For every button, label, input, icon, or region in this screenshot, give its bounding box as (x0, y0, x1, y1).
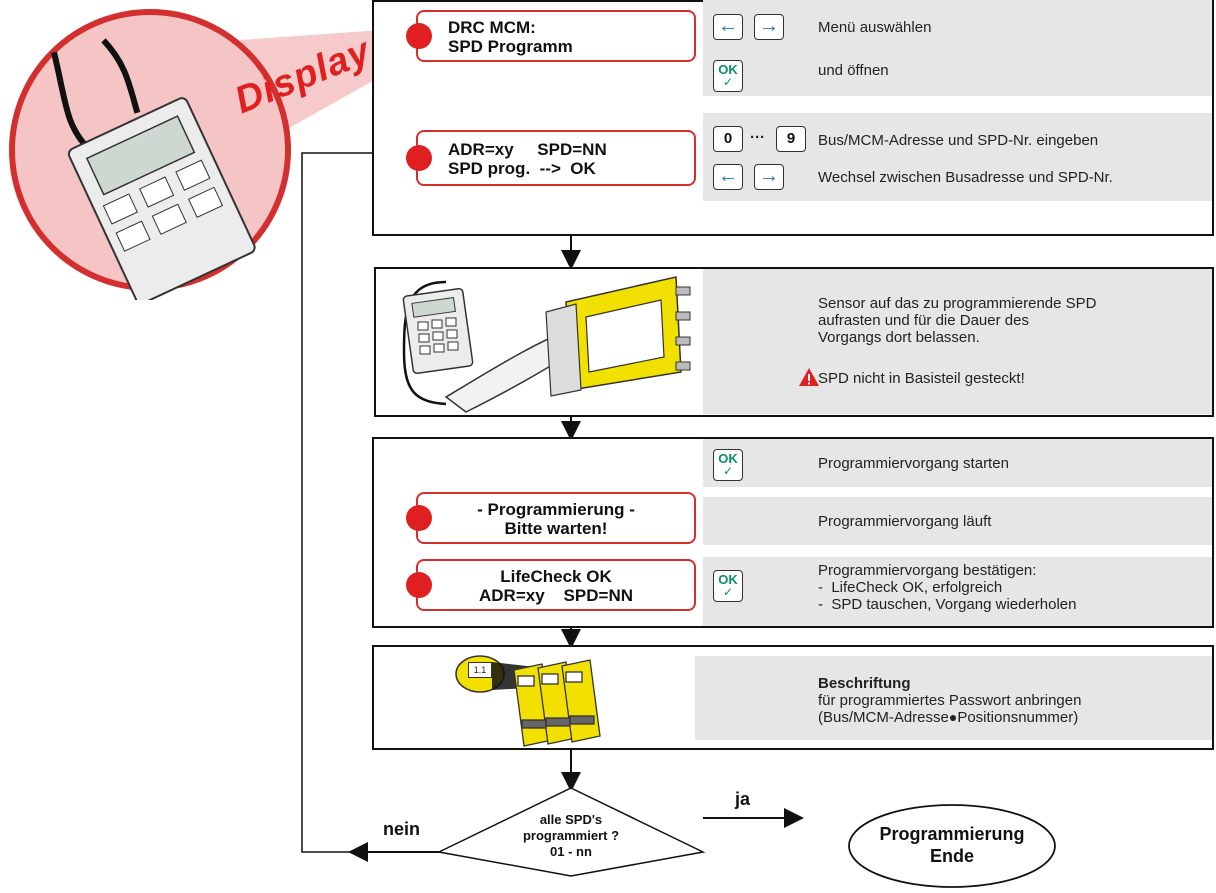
end-label: Programmierung Ende (852, 823, 1052, 867)
lcd-display-lifecheck: LifeCheck OK ADR=xy SPD=NN (406, 559, 696, 611)
arrow-right-key-icon: → (754, 164, 784, 190)
digit-0-key-icon: 0 (713, 126, 743, 152)
position-tag: 1.1 (468, 662, 492, 678)
red-indicator-dot (406, 23, 432, 49)
ok-key-icon: OK✓ (713, 449, 743, 481)
lcd-line-2: Bitte warten! (504, 519, 608, 538)
arrow-left-key-icon: ← (713, 164, 743, 190)
ok-key-icon: OK✓ (713, 60, 743, 92)
step1-row3-text: Bus/MCM-Adresse und SPD-Nr. eingeben (818, 132, 1099, 149)
decision-line-1: alle SPD's (539, 812, 603, 827)
sensor-on-spd-image (402, 276, 691, 413)
digit-9-key-icon: 9 (776, 126, 806, 152)
arrow-right-key-icon: → (754, 14, 784, 40)
end-line-1: Programmierung (879, 824, 1025, 844)
red-indicator-dot (406, 572, 432, 598)
lcd-line-1: - Programmierung - (477, 500, 635, 519)
handheld-device-image (51, 38, 256, 300)
lcd-display-address: ADR=xy SPD=NN SPD prog. --> OK (406, 130, 696, 186)
step1-row1-text: Menü auswählen (818, 19, 932, 36)
decision-line-3: 01 - nn (550, 844, 592, 859)
step2-text-bg (703, 269, 1212, 414)
step2-warning-text: SPD nicht in Basisteil gesteckt! (818, 370, 1025, 387)
step3-row2-bg (703, 497, 1212, 545)
step2-instruction-text: Sensor auf das zu programmierende SPD au… (818, 295, 1097, 346)
step4-title: Beschriftung (818, 675, 911, 692)
step3-row1-text: Programmiervorgang starten (818, 455, 1009, 472)
separator-dot-icon: ● (948, 709, 958, 725)
step3-row1-bg (703, 439, 1212, 487)
lcd-display-programming: - Programmierung - Bitte warten! (406, 492, 696, 544)
ok-key-label: OK (718, 572, 738, 587)
display-callout (9, 9, 410, 300)
warning-icon (799, 368, 819, 386)
step3-row2-text: Programmiervorgang läuft (818, 513, 992, 530)
ok-key-icon: OK✓ (713, 570, 743, 602)
lcd-line-1: DRC MCM: (448, 18, 536, 37)
lcd-line-2: SPD prog. --> OK (448, 159, 596, 178)
lcd-line-1: ADR=xy SPD=NN (448, 140, 607, 159)
end-terminal (848, 804, 1056, 888)
ok-key-label: OK (718, 62, 738, 77)
step1-row2-text: und öffnen (818, 62, 889, 79)
decision-yes-label: ja (735, 789, 751, 809)
decision-line-2: programmiert ? (522, 828, 620, 843)
end-line-2: Ende (929, 846, 974, 866)
step4-text-bg (695, 656, 1212, 740)
step1-row4-text: Wechsel zwischen Busadresse und SPD-Nr. (818, 169, 1113, 186)
decision-no-label: nein (383, 819, 421, 839)
decision-diamond (436, 787, 706, 877)
step3-row3-bg (703, 557, 1212, 626)
lcd-line-1: LifeCheck OK (500, 567, 612, 586)
lcd-display-menu: DRC MCM: SPD Programm (406, 10, 696, 62)
step4-text-main: für programmiertes Passwort anbringen (B… (818, 692, 1082, 726)
arrow-left-key-icon: ← (713, 14, 743, 40)
digit-range-dots: ··· (750, 129, 765, 146)
ok-key-label: OK (718, 451, 738, 466)
step3-row3-text: Programmiervorgang bestätigen: - LifeChe… (818, 562, 1077, 613)
lcd-line-2: ADR=xy SPD=NN (479, 586, 633, 605)
red-indicator-dot (406, 145, 432, 171)
step4-text-end: Positionsnummer) (957, 709, 1079, 726)
red-indicator-dot (406, 505, 432, 531)
step4-text: für programmiertes Passwort anbringen (B… (818, 692, 1081, 726)
lcd-line-2: SPD Programm (448, 37, 573, 56)
decision-question: alle SPD's programmiert ? 01 - nn (470, 812, 672, 860)
step1-row1-bg (703, 0, 1212, 96)
